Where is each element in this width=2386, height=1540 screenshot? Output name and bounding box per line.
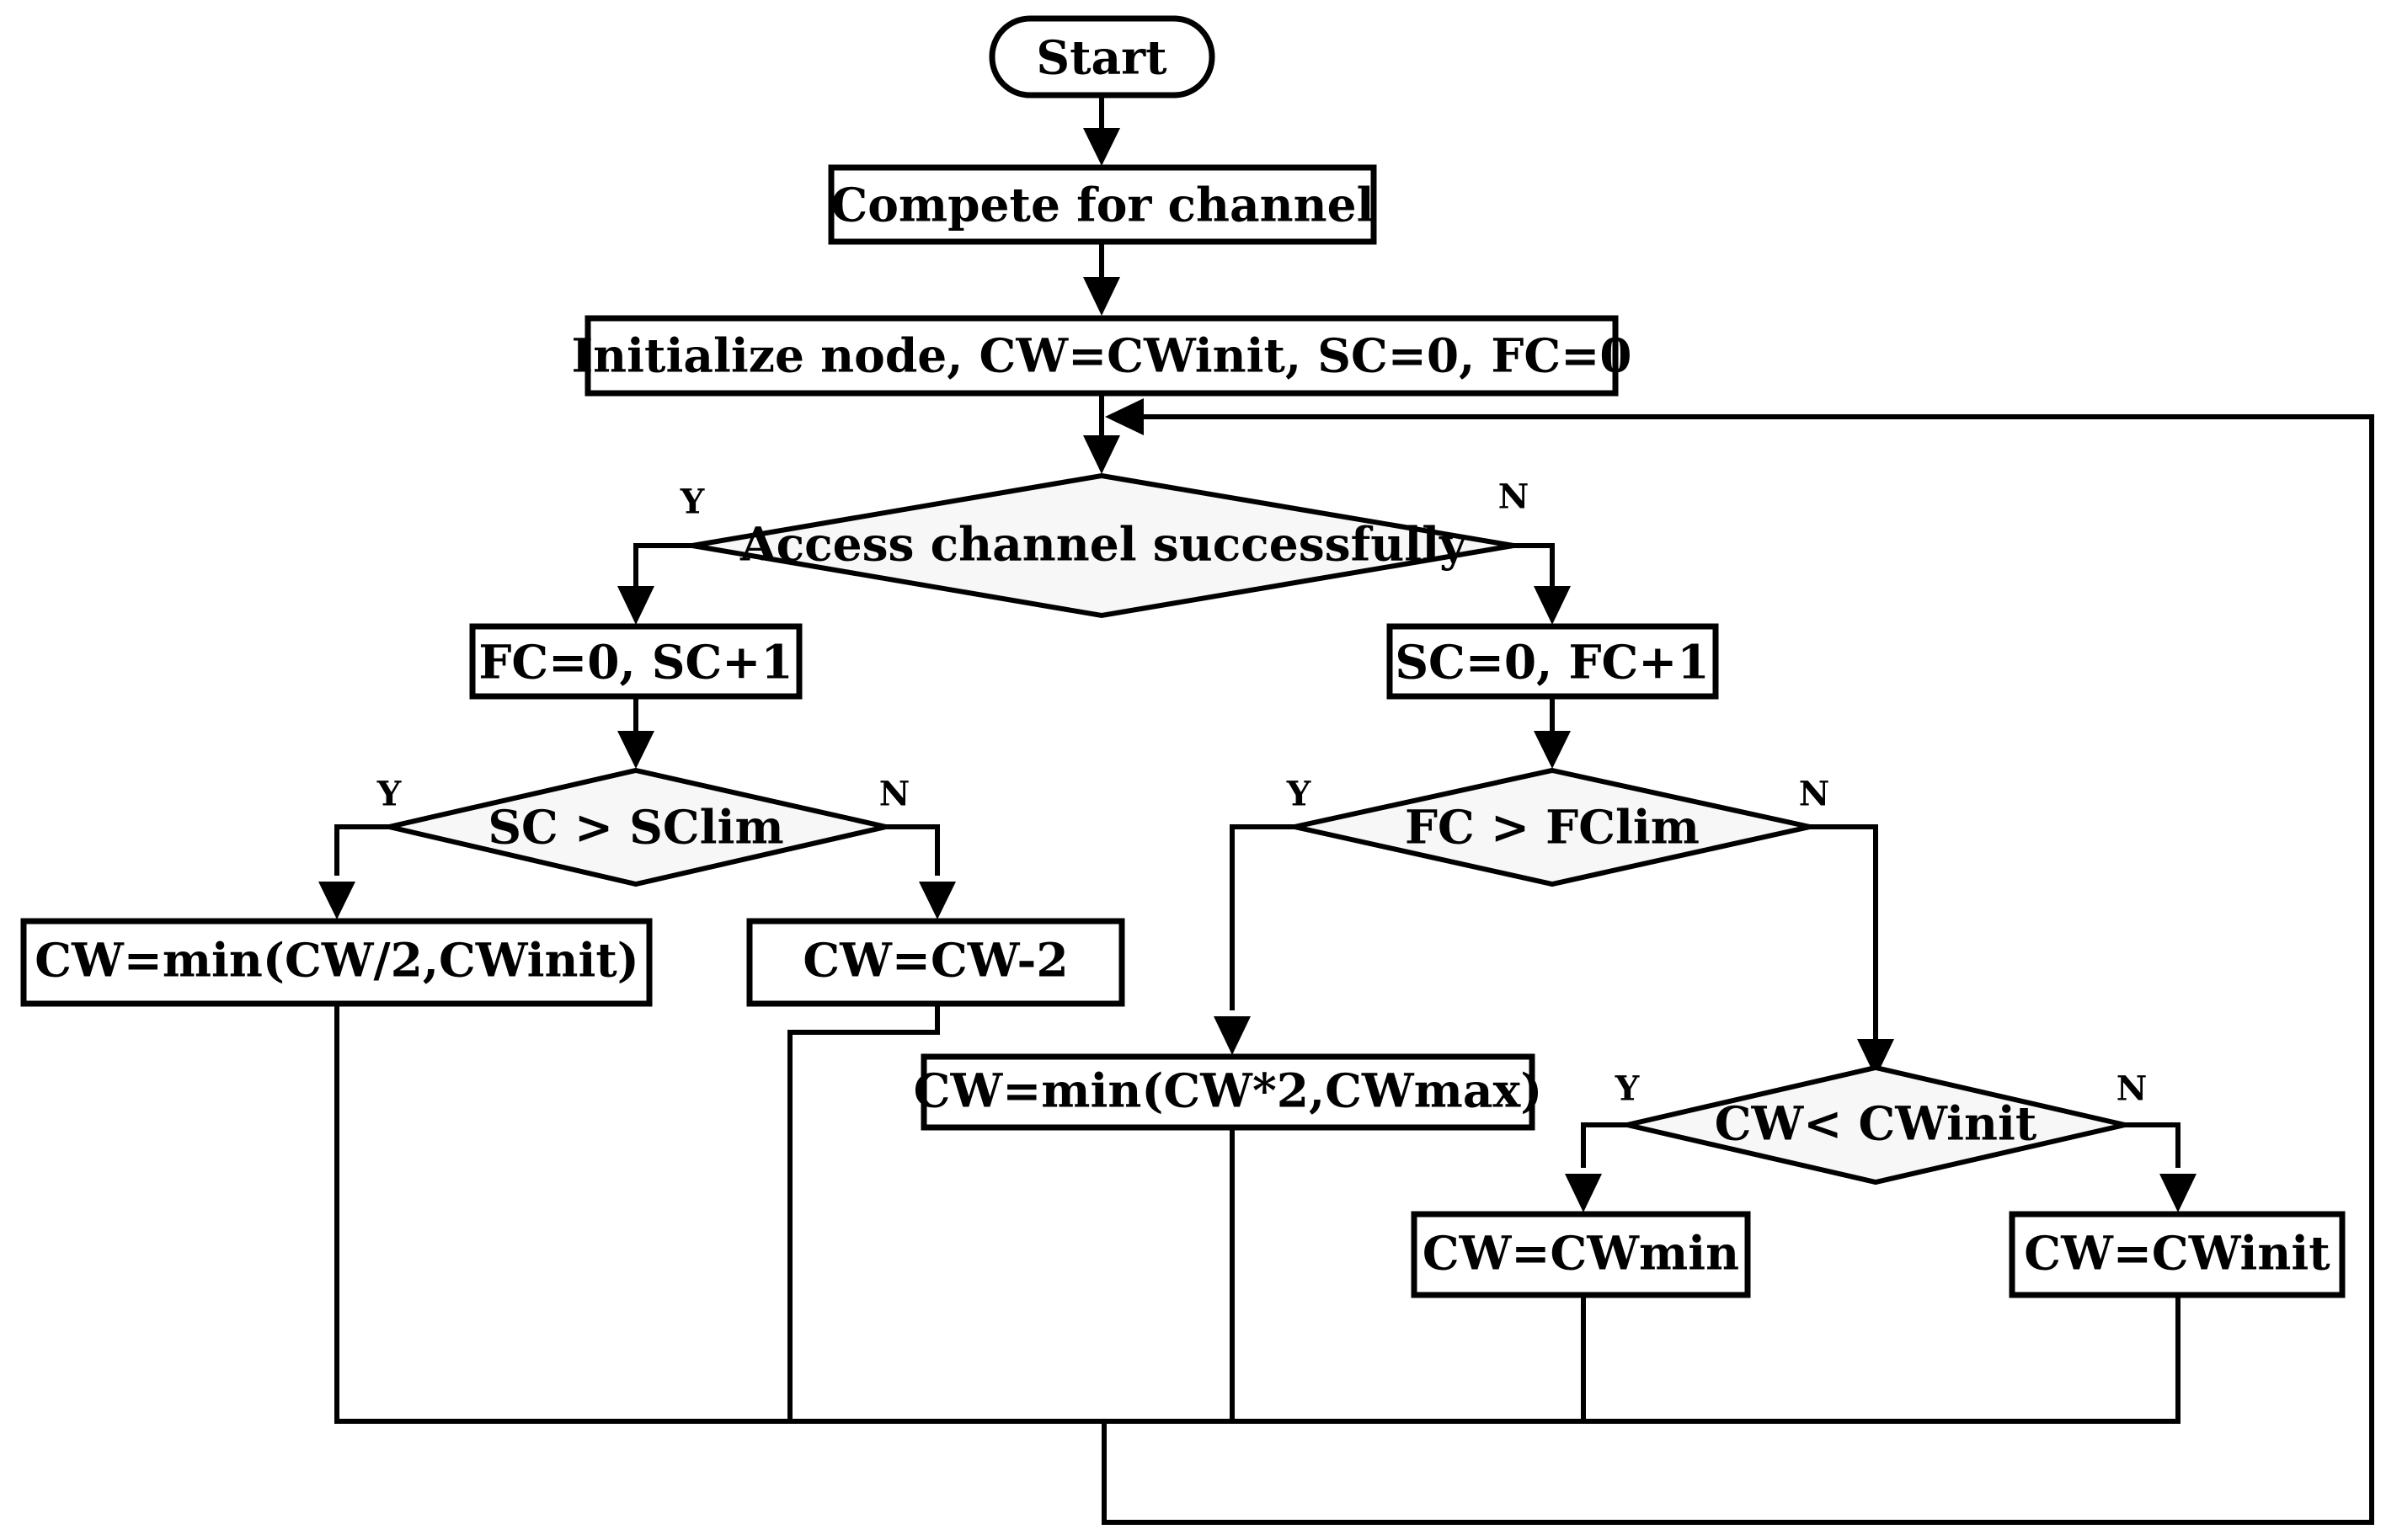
- cw-minus2-node: CW=CW-2: [746, 918, 1125, 1007]
- fail-update-node: SC=0, FC+1: [1386, 623, 1719, 700]
- cw-check-label: CW< CWinit: [1715, 1096, 2037, 1151]
- cw-min-label: CW=CWmin: [1423, 1226, 1739, 1281]
- cw-check-no-label: N: [2116, 1069, 2148, 1109]
- connector-access-yes: [633, 543, 692, 589]
- sc-check-decision: SC > SClim: [388, 767, 887, 887]
- cw-double-node: CW=min(CW*2,CWmax): [914, 1053, 1543, 1131]
- connector-fccheck-no: [1810, 824, 1878, 1048]
- cw-check-yes-label: Y: [1615, 1069, 1640, 1109]
- access-decision: Access channel successfully: [691, 472, 1514, 619]
- arrowheads: [318, 128, 2197, 1212]
- arrowhead-success-update: [617, 586, 654, 625]
- arrowhead-access: [1083, 435, 1120, 474]
- connector-access-no: [1513, 543, 1555, 589]
- arrowhead-fc-check: [1534, 731, 1571, 769]
- arrowhead-cw-check: [1857, 1039, 1894, 1078]
- arrowhead-loop-back: [1105, 398, 1144, 435]
- cw-init-node: CW=CWinit: [2009, 1211, 2346, 1298]
- fc-check-no-label: N: [1799, 775, 1830, 814]
- access-label: Access channel successfully: [739, 517, 1468, 572]
- sc-check-yes-label: Y: [376, 775, 402, 814]
- success-update-label: FC=0, SC+1: [478, 635, 793, 690]
- connector-sccheck-no: [886, 824, 940, 876]
- fc-check-decision: FC > FClim: [1294, 767, 1811, 887]
- arrowhead-cw-minus2: [919, 882, 956, 919]
- arrowhead-compete: [1083, 128, 1120, 166]
- arrowhead-fail-update: [1534, 586, 1571, 625]
- cw-half-node: CW=min(CW/2,CWinit): [20, 918, 653, 1007]
- fc-check-yes-label: Y: [1286, 775, 1311, 814]
- compete-label: Compete for channel: [830, 178, 1374, 232]
- connectors: [334, 95, 2374, 1525]
- connector-cwminus2-bus: [787, 1004, 940, 1421]
- fail-update-label: SC=0, FC+1: [1395, 635, 1709, 690]
- arrowhead-cw-double: [1214, 1016, 1251, 1055]
- access-no-label: N: [1498, 477, 1529, 517]
- fc-check-label: FC > FClim: [1405, 800, 1700, 855]
- cw-half-label: CW=min(CW/2,CWinit): [35, 933, 639, 988]
- cw-double-label: CW=min(CW*2,CWmax): [914, 1063, 1543, 1118]
- arrowhead-sc-check: [617, 731, 654, 769]
- branch-labels: Y N Y N Y N Y N: [376, 477, 2148, 1109]
- cw-init-label: CW=CWinit: [2024, 1226, 2330, 1281]
- start-label: Start: [1036, 30, 1167, 85]
- initialize-label: Initialize node, CW=CWinit, SC=0, FC=0: [571, 328, 1631, 383]
- cw-check-decision: CW< CWinit: [1626, 1064, 2126, 1186]
- arrowhead-cw-min: [1565, 1174, 1602, 1212]
- sc-check-no-label: N: [879, 775, 910, 814]
- arrowhead-cw-half: [318, 882, 355, 919]
- cw-min-node: CW=CWmin: [1411, 1211, 1751, 1298]
- initialize-node: Initialize node, CW=CWinit, SC=0, FC=0: [571, 315, 1632, 397]
- connector-cwcheck-no: [2125, 1122, 2180, 1168]
- arrowhead-initialize: [1083, 277, 1120, 316]
- loop-back-line: [1102, 414, 2374, 1525]
- connector-fccheck-yes: [1230, 824, 1294, 1010]
- connector-sccheck-yes: [334, 824, 389, 876]
- compete-node: Compete for channel: [828, 164, 1377, 245]
- start-node: Start: [989, 15, 1215, 99]
- arrowhead-cw-init: [2159, 1174, 2197, 1212]
- sc-check-label: SC > SClim: [488, 800, 783, 855]
- connector-cwcheck-yes: [1581, 1122, 1627, 1168]
- success-update-node: FC=0, SC+1: [469, 623, 803, 700]
- cw-minus2-label: CW=CW-2: [803, 933, 1068, 988]
- access-yes-label: Y: [680, 482, 705, 522]
